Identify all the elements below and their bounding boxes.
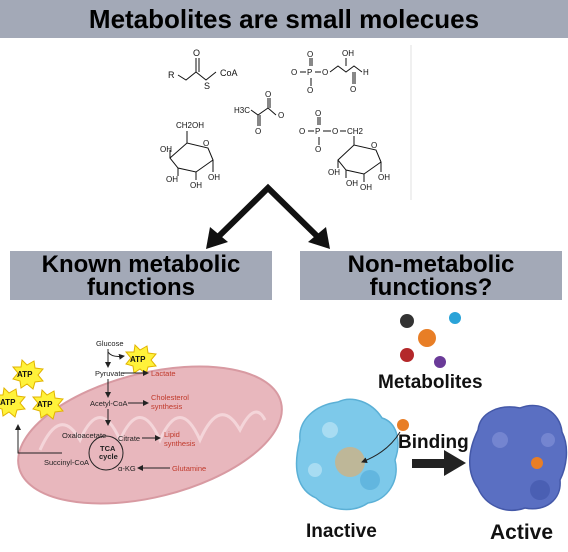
active-label: Active (490, 521, 554, 544)
glucose-label: Glucose (96, 339, 124, 348)
pyruvate-h3c: H3C (234, 106, 250, 115)
mitochondrion (17, 365, 283, 505)
acyl-s-label: S (204, 81, 210, 91)
activation-arrow (412, 450, 466, 476)
g3p-o-bottom: O (307, 86, 313, 95)
pyruvate-ominus: O (278, 111, 284, 120)
non-metabolic-line2: functions? (369, 274, 493, 301)
lipid-label-2: synthesis (164, 439, 196, 448)
g6p-oh-4: OH (378, 173, 390, 182)
pyruvate-o1: O (255, 127, 261, 136)
g6p-o-top: O (315, 109, 321, 118)
glutamine-label: Glutamine (172, 464, 206, 473)
pyruvate-label: Pyruvate (95, 369, 125, 378)
metabolites-label: Metabolites (378, 372, 483, 393)
metabolite-dot-orange (418, 329, 436, 347)
metabolite-dot-black (400, 314, 414, 328)
glucose-oh-1: OH (160, 145, 172, 154)
glucose-6-phosphate-structure: O P O O O CH2 O OH OH OH OH (299, 109, 390, 192)
page-title: Metabolites are small molecues (0, 0, 568, 38)
pyruvate-structure: H3C O O O (234, 90, 284, 136)
non-metabolic-line1: Non-metabolic (347, 251, 515, 278)
g6p-o-link: O (332, 127, 338, 136)
g3p-aldehyde-o: O (350, 85, 356, 94)
g6p-ominus: O (299, 127, 305, 136)
atp-label-2: ATP (17, 370, 33, 379)
akg-label: α-KG (118, 464, 136, 473)
g3p-ominus-label: O (291, 68, 297, 77)
known-functions-line2: functions (87, 274, 195, 301)
cholesterol-label-1: Cholesterol (151, 393, 189, 402)
pyruvate-o2: O (265, 90, 271, 99)
acyl-coa-structure: R O S CoA (168, 48, 238, 91)
g6p-oh-1: OH (328, 168, 340, 177)
tca-label-2: cycle (99, 452, 118, 461)
metabolite-dot-blue (449, 312, 461, 324)
g3p-oh: OH (342, 49, 354, 58)
glucose-ch2oh: CH2OH (176, 121, 204, 130)
citrate-label: Citrate (118, 434, 140, 443)
acetyl-coa-label: Acetyl-CoA (90, 399, 128, 408)
bound-metabolite-dot (397, 419, 409, 431)
g6p-p: P (315, 127, 320, 136)
g6p-ring-o: O (371, 141, 377, 150)
glucose-ring-o: O (203, 139, 209, 148)
glucose-oh-4: OH (208, 173, 220, 182)
tca-label-1: TCA (100, 444, 116, 453)
g6p-o-bottom: O (315, 145, 321, 154)
atp-star-3 (0, 386, 26, 418)
oxaloacetate-label: Oxaloacetate (62, 431, 106, 440)
g3p-p-label: P (307, 68, 312, 77)
g6p-ch2: CH2 (347, 127, 364, 136)
atp-star-2 (11, 358, 44, 390)
non-metabolic-banner: Non-metabolic functions? (300, 251, 562, 300)
succinyl-coa-label: Succinyl-CoA (44, 458, 89, 467)
glucose-oh-3: OH (190, 181, 202, 190)
acyl-coa-label: CoA (220, 68, 238, 78)
known-functions-line1: Known metabolic (41, 251, 241, 278)
known-functions-banner: Known metabolic functions (10, 251, 272, 300)
atp-label-3: ATP (0, 398, 16, 407)
atp-stars: ATP ATP ATP ATP (0, 343, 157, 420)
g6p-oh-2: OH (346, 179, 358, 188)
lactate-label: Lactate (151, 369, 176, 378)
metabolic-pathway: Glucose Pyruvate Lactate Acetyl-CoA Chol… (15, 339, 206, 473)
binding-label: Binding (398, 432, 469, 453)
g6p-oh-3: OH (360, 183, 372, 192)
binding-pocket (335, 447, 365, 477)
atp-star-4 (31, 388, 64, 420)
metabolite-dot-purple (434, 356, 446, 368)
glucose-structure: CH2OH O OH OH OH OH (160, 121, 220, 190)
inactive-label: Inactive (306, 521, 377, 542)
atp-label-4: ATP (37, 400, 53, 409)
glyceraldehyde-phosphate-structure: O P O O O OH O H (291, 49, 369, 95)
atp-label-1: ATP (130, 355, 146, 364)
branch-arrow (206, 183, 330, 249)
inactive-protein (295, 398, 409, 511)
metabolite-dots (400, 312, 461, 368)
cholesterol-label-2: synthesis (151, 402, 183, 411)
active-protein (469, 404, 568, 511)
lipid-label-1: Lipid (164, 430, 180, 439)
g3p-o-mid: O (322, 68, 328, 77)
glucose-oh-2: OH (166, 175, 178, 184)
g3p-o-top: O (307, 50, 313, 59)
metabolite-dot-red (400, 348, 414, 362)
acyl-o-label: O (193, 48, 200, 58)
acyl-r-label: R (168, 70, 175, 80)
svg-text:H: H (363, 68, 369, 77)
active-bound-metabolite (531, 457, 543, 469)
